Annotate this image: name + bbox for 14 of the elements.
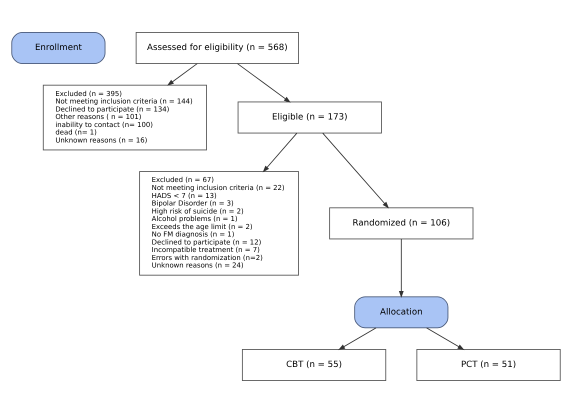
node-box: Assessed for eligibility (n = 568) xyxy=(136,32,299,64)
arrow xyxy=(398,238,404,298)
arrow xyxy=(338,327,377,350)
node-box: Allocation xyxy=(354,296,448,328)
node-box: CBT (n = 55) xyxy=(242,349,386,381)
node-box: Enrollment xyxy=(11,32,106,64)
node-box: Eligible (n = 173) xyxy=(238,102,382,134)
arrow xyxy=(236,63,291,103)
arrow xyxy=(322,132,390,209)
node-box: PCT (n = 51) xyxy=(416,349,561,381)
arrow xyxy=(426,327,464,350)
node-box: Randomized (n = 106) xyxy=(329,207,474,240)
arrow xyxy=(262,132,298,172)
arrow xyxy=(167,63,198,86)
